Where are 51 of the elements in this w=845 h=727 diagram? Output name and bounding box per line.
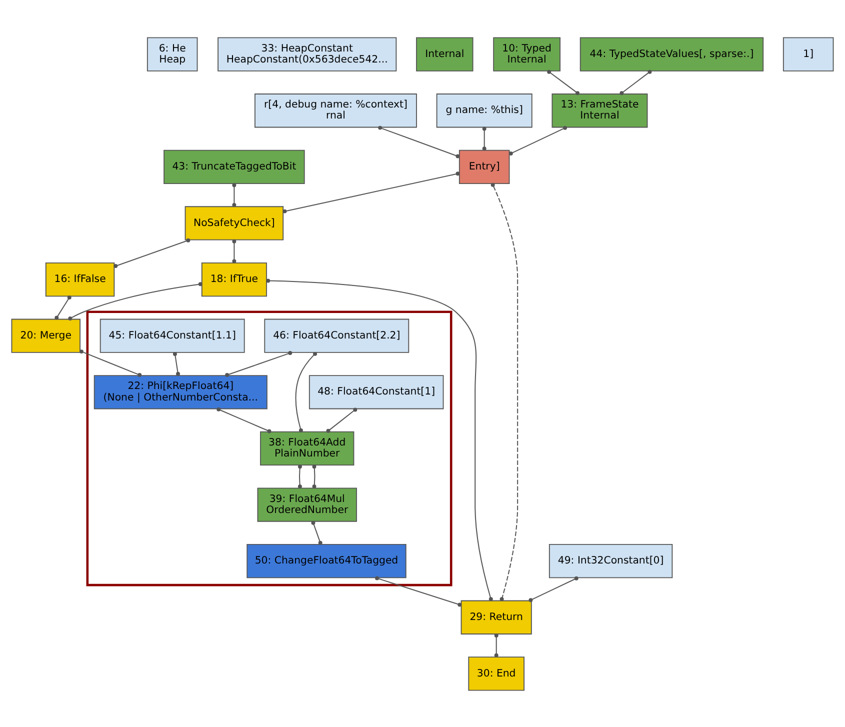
node-box: 29: Return <box>460 600 532 634</box>
connector <box>311 520 322 544</box>
node-box: 38: Float64Add PlainNumber <box>260 430 354 466</box>
connector <box>482 126 486 150</box>
connector <box>68 282 202 320</box>
node-box: g name: %this] <box>436 93 532 128</box>
connector <box>232 238 236 263</box>
node-box: 48: Float64Constant[1] <box>308 374 444 409</box>
connector <box>80 349 142 376</box>
node-box: r[4, debug name: %context] rnal <box>254 93 417 128</box>
node-box: 39: Float64Mul OrderedNumber <box>257 487 357 522</box>
connector <box>295 351 318 432</box>
connector <box>54 294 72 320</box>
node-box: 1] <box>782 36 834 71</box>
connector <box>114 238 190 268</box>
connector <box>282 171 460 213</box>
node-box: 30: End <box>468 656 524 690</box>
connector <box>312 464 316 488</box>
node-box: NoSafetyCheck] <box>184 206 284 240</box>
node-box: 49: Int32Constant[0] <box>548 544 673 578</box>
node-box: 10: Typed Internal <box>493 36 560 71</box>
connector <box>232 182 236 206</box>
connector <box>620 69 652 95</box>
connector <box>547 69 580 95</box>
connector <box>494 633 498 657</box>
node-box: 16: IfFalse <box>45 262 115 296</box>
node-box: 18: IfTrue <box>201 262 267 296</box>
connector <box>508 125 567 155</box>
connector <box>326 407 358 432</box>
node-box: 45: Float64Constant[1.1] <box>100 318 245 352</box>
connector <box>375 576 462 606</box>
node-box: 43: TruncateTaggedToBit <box>164 149 305 184</box>
node-box: 50: ChangeFloat64ToTagged <box>246 544 406 578</box>
connector <box>298 464 302 488</box>
node-box: 20: Merge <box>11 318 80 352</box>
connector <box>378 125 460 158</box>
connector <box>225 350 292 377</box>
node-box: 33: HeapConstant HeapConstant(0x563dece542... <box>218 36 397 71</box>
cluster <box>86 310 452 586</box>
connector <box>266 278 493 601</box>
node-box: Entry] <box>458 149 510 184</box>
node-box: 22: Phi[kRepFloat64] (None | OtherNumberConsta... <box>94 374 268 409</box>
connector <box>172 352 180 376</box>
node-box: 13: FrameState Internal <box>552 93 648 128</box>
connector <box>528 576 578 602</box>
connector <box>490 182 518 601</box>
node-box: 46: Float64Constant[2.2] <box>264 318 410 352</box>
node-box: 6: He Heap <box>146 36 198 71</box>
node-box: 44: TypedStateValues[, sparse:.] <box>580 36 764 71</box>
node-box: Internal <box>416 36 474 71</box>
connector <box>216 406 272 433</box>
